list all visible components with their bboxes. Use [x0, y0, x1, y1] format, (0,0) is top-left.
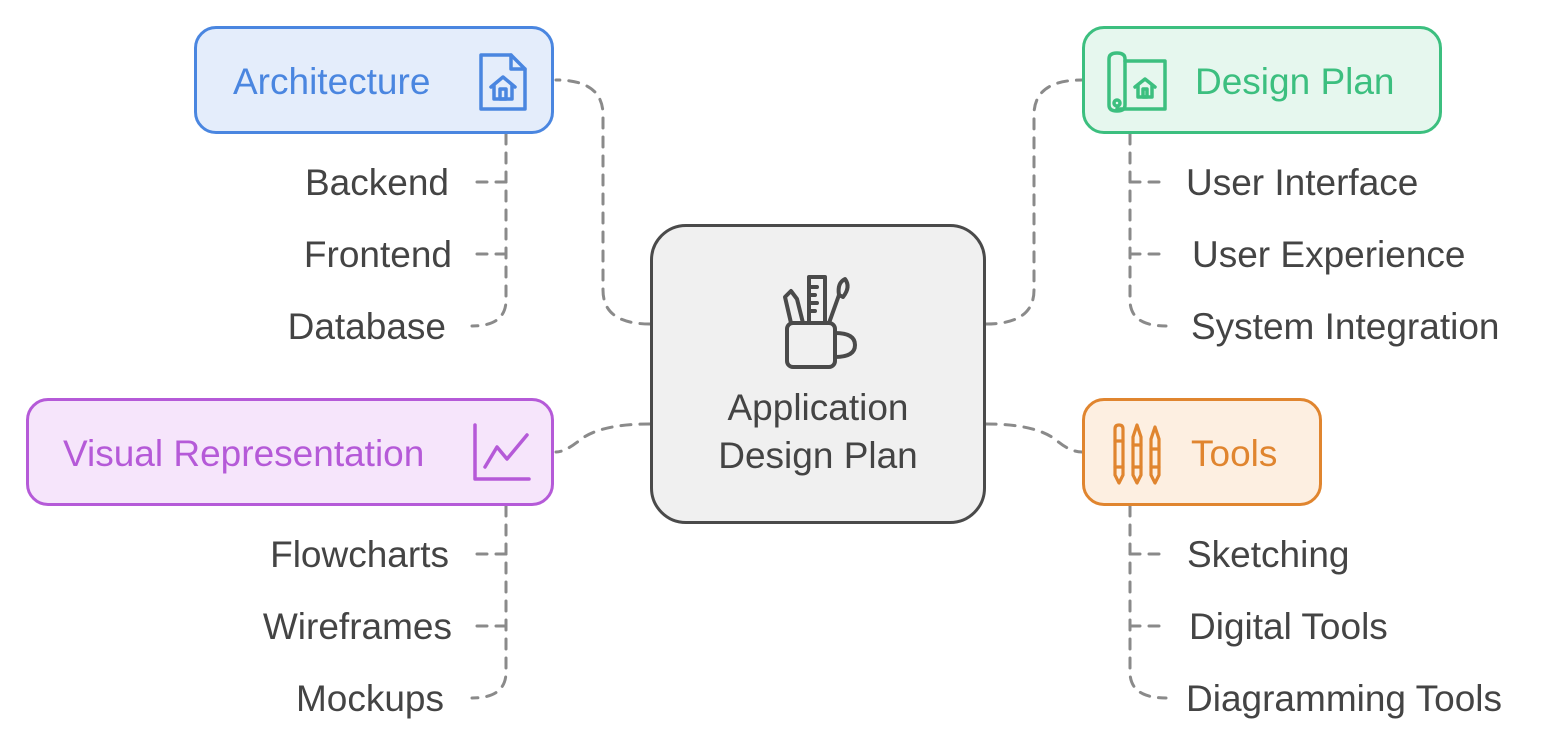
architecture-node[interactable]: Architecture	[194, 26, 554, 134]
connector-tools	[984, 422, 1084, 454]
visual-item-wireframes: Wireframes	[262, 606, 452, 647]
art-supplies-mug-icon	[779, 273, 863, 378]
design-plan-item-system-integration: System Integration	[1191, 306, 1500, 347]
connector-architecture-tree	[470, 132, 508, 328]
tools-item-digital-tools: Digital Tools	[1189, 606, 1388, 647]
center-title-line2: Design Plan	[718, 435, 918, 476]
visual-item-mockups: Mockups	[295, 678, 444, 719]
design-plan-label: Design Plan	[1195, 61, 1395, 102]
connector-tools-tree	[1128, 504, 1168, 700]
line-chart-icon	[471, 421, 533, 488]
architecture-label: Architecture	[233, 61, 431, 102]
design-plan-node[interactable]: Design Plan	[1082, 26, 1442, 134]
connector-visual	[554, 422, 652, 454]
document-home-icon	[477, 51, 529, 118]
architecture-item-frontend: Frontend	[303, 234, 452, 275]
connector-architecture	[554, 78, 652, 326]
architecture-item-database: Database	[287, 306, 446, 347]
pencils-icon	[1109, 421, 1169, 492]
visual-item-flowcharts: Flowcharts	[270, 534, 449, 575]
tools-label: Tools	[1191, 433, 1278, 474]
connector-design-plan	[984, 78, 1084, 326]
design-plan-item-user-experience: User Experience	[1192, 234, 1466, 275]
design-plan-item-user-interface: User Interface	[1186, 162, 1419, 203]
center-title-line1: Application	[727, 387, 909, 428]
visual-representation-label: Visual Representation	[63, 433, 425, 474]
tools-item-sketching: Sketching	[1187, 534, 1350, 575]
center-node: Application Design Plan	[650, 224, 986, 524]
blueprint-icon	[1105, 51, 1169, 118]
connector-visual-tree	[470, 504, 508, 700]
connector-design-plan-tree	[1128, 132, 1168, 328]
architecture-item-backend: Backend	[305, 162, 449, 203]
tools-node[interactable]: Tools	[1082, 398, 1322, 506]
tools-item-diagramming-tools: Diagramming Tools	[1186, 678, 1502, 719]
visual-representation-node[interactable]: Visual Representation	[26, 398, 554, 506]
